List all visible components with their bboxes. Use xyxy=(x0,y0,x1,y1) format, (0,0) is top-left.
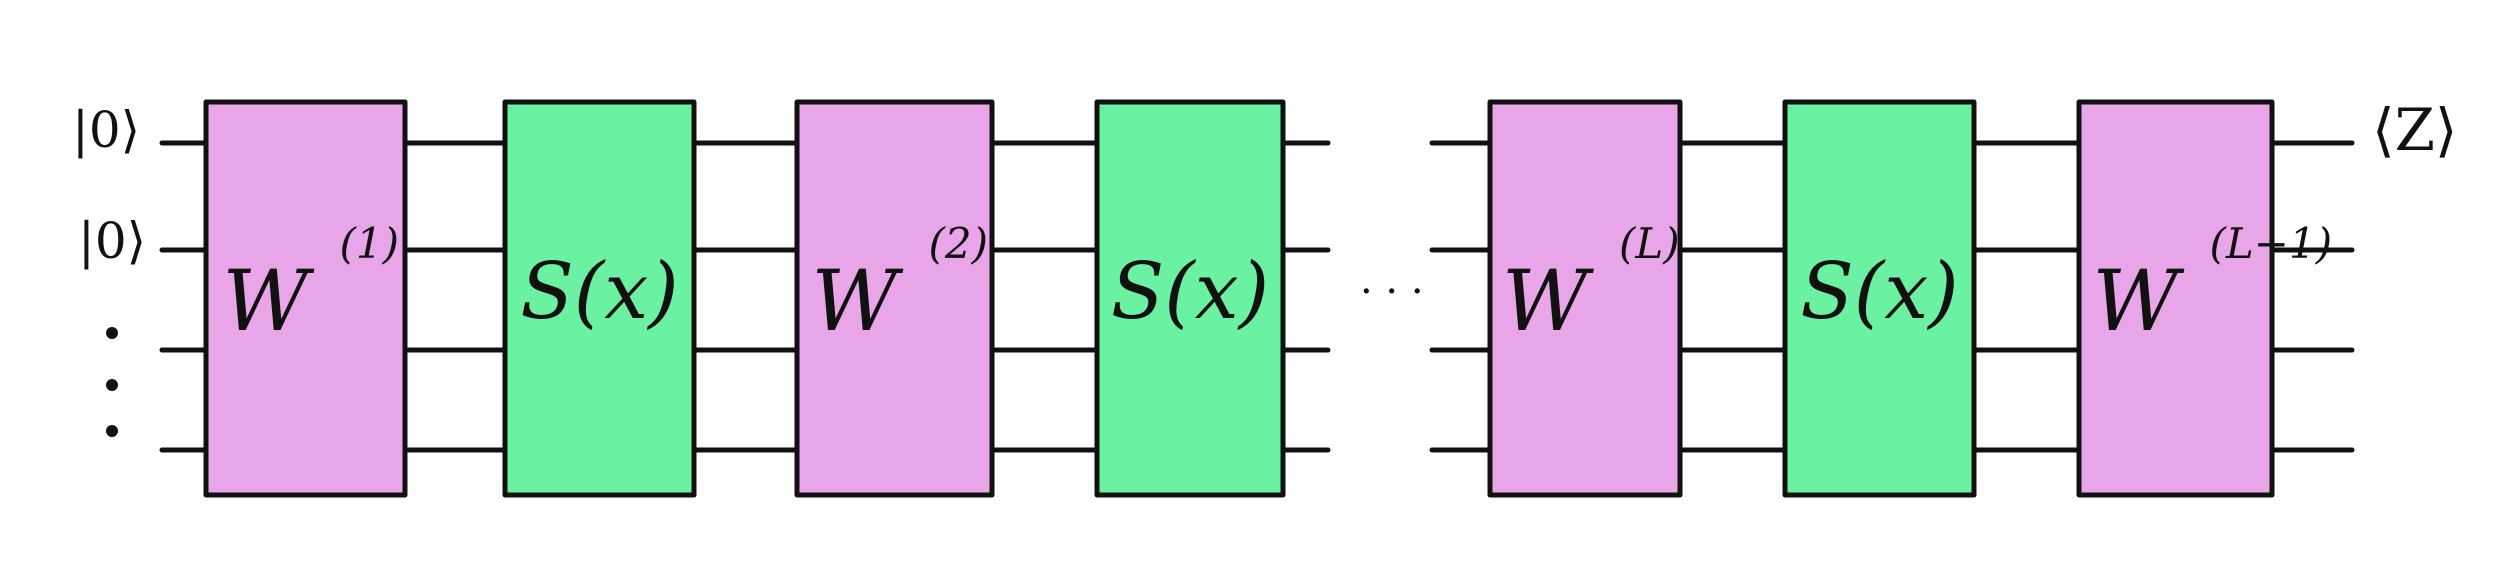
block-symbol: W xyxy=(1502,252,1595,350)
qubit-wires xyxy=(159,140,2355,453)
circuit-blocks: W (1) S(x) W (2) S(x) W (L) S(x) W (L+1) xyxy=(203,99,2333,498)
encoding-block: S(x) xyxy=(1094,99,1286,498)
block-rect xyxy=(203,99,408,498)
block-rect xyxy=(794,99,995,498)
block-superscript: (1) xyxy=(340,219,400,268)
block-symbol: W xyxy=(811,252,904,350)
block-symbol: W xyxy=(2092,252,2185,350)
trainable-block: W (2) xyxy=(794,99,995,498)
trainable-block: W (L) xyxy=(1487,99,1683,498)
vertical-dot xyxy=(106,379,118,391)
block-label: S(x) xyxy=(1800,247,1958,337)
encoding-block: S(x) xyxy=(1782,99,1977,498)
block-rect xyxy=(1094,99,1286,498)
block-rect xyxy=(1487,99,1683,498)
block-superscript: (2) xyxy=(929,219,989,268)
measurement-expectation-label: ⟨Z⟩ xyxy=(2372,96,2458,164)
block-symbol: W xyxy=(222,252,315,350)
trainable-block: W (1) xyxy=(203,99,408,498)
vertical-dots xyxy=(106,327,118,437)
input-state-qubit-1: |0⟩ xyxy=(72,101,140,159)
trainable-block: W (L+1) xyxy=(2076,99,2333,498)
encoding-block: S(x) xyxy=(502,99,697,498)
block-rect xyxy=(502,99,697,498)
layer-ellipsis: · · · xyxy=(1360,269,1424,315)
block-rect xyxy=(1782,99,1977,498)
vertical-dot xyxy=(106,327,118,339)
input-state-qubit-2: |0⟩ xyxy=(78,212,146,270)
vertical-dot xyxy=(106,425,118,437)
block-rect xyxy=(2076,99,2275,498)
block-label: S(x) xyxy=(1111,247,1269,337)
block-label: S(x) xyxy=(520,247,678,337)
block-superscript: (L) xyxy=(1619,219,1680,268)
block-superscript: (L+1) xyxy=(2210,219,2333,268)
